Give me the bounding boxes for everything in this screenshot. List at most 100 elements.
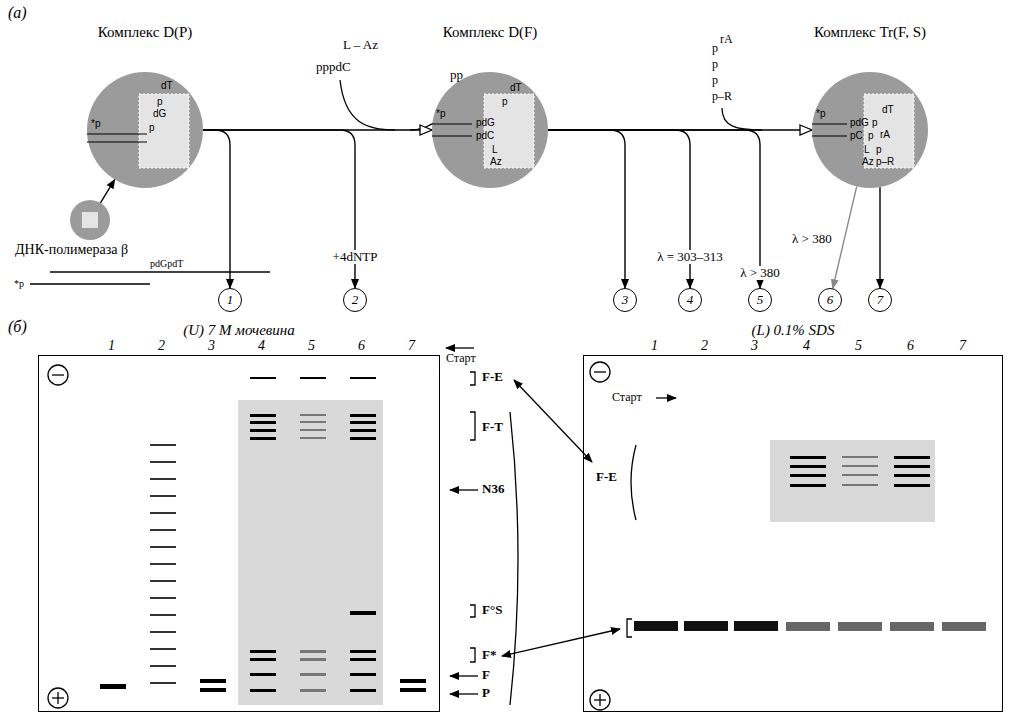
label: 5 <box>308 338 315 353</box>
callout-number: 7 <box>877 293 884 307</box>
callout-number: 2 <box>352 293 359 307</box>
callout-number: 6 <box>818 288 842 312</box>
callout-number: 1 <box>218 288 242 312</box>
heading: Комплекс D(F) <box>443 24 538 41</box>
label: *p <box>14 278 24 289</box>
residue-label: L <box>492 144 498 155</box>
label: L – Az <box>343 38 378 52</box>
heading: (U) 7 M мочевина <box>183 322 295 339</box>
enzyme-circle: ДНК-полимераза β <box>70 200 110 240</box>
residue-label: p <box>868 130 874 141</box>
label: F* <box>482 648 496 662</box>
label: F-T <box>482 420 503 434</box>
callout-number: 3 <box>613 288 637 312</box>
complex-interior <box>70 200 110 240</box>
label: 7 <box>959 338 966 353</box>
residue-label: pdG <box>850 117 869 128</box>
label: (б) <box>8 318 27 336</box>
heading: Комплекс Tr(F, S) <box>814 24 926 41</box>
residue-label: dT <box>882 104 894 115</box>
callout-number: 5 <box>748 288 772 312</box>
label: Старт <box>612 391 642 404</box>
complex-circle: Комплекс Tr(F, S)pdGpdTpCprALpAzp–R*p <box>812 72 928 188</box>
label: p <box>712 58 718 71</box>
residue-label: p <box>157 96 163 107</box>
label: pppdC <box>316 60 351 74</box>
label: F°S <box>482 603 502 617</box>
callout-number: 6 <box>827 293 834 307</box>
label: 5 <box>855 338 862 353</box>
label: 1 <box>108 338 115 353</box>
callout-number: 2 <box>343 288 367 312</box>
residue-label: p–R <box>876 156 894 167</box>
residue-label: pdG <box>476 117 495 128</box>
label: λ > 380 <box>790 232 834 246</box>
label: pdGpdT <box>150 258 183 269</box>
residue-label: L <box>864 144 870 155</box>
residue-label: pC <box>850 130 863 141</box>
label: p–R <box>712 90 732 103</box>
label: 1 <box>651 338 658 353</box>
callout-number: 3 <box>622 293 629 307</box>
label: λ = 303–313 <box>655 250 725 264</box>
connector-arrow <box>100 179 114 202</box>
label: P <box>482 686 490 700</box>
connector-arrow <box>548 130 690 288</box>
residue-label: p <box>149 122 155 133</box>
heading: ДНК-полимераза β <box>15 242 128 257</box>
label: F-E <box>596 470 617 484</box>
residue-label: pdC <box>476 130 494 141</box>
callout-number: 7 <box>868 288 892 312</box>
label: p <box>712 42 718 55</box>
residue-label: p <box>502 96 508 107</box>
connector-arrow <box>203 130 355 288</box>
callout-number: 1 <box>227 293 234 307</box>
label: 3 <box>751 338 758 353</box>
label: λ > 380 <box>738 266 782 280</box>
label: rA <box>720 33 733 46</box>
label: 4 <box>258 338 265 353</box>
residue-label: *p <box>436 108 445 119</box>
complex-circle: Комплекс D(P)dTpdGp*p <box>87 72 203 188</box>
label: 6 <box>907 338 914 353</box>
callout-number: 5 <box>757 293 764 307</box>
label: 2 <box>701 338 708 353</box>
label: (a) <box>8 4 27 22</box>
residue-label: p <box>876 144 882 155</box>
connector-arrow <box>833 186 857 288</box>
residue-label: Az <box>490 156 502 167</box>
connector-arrow <box>203 130 230 288</box>
residue-label: *p <box>816 108 825 119</box>
label: p <box>712 74 718 87</box>
residue-label: *p <box>91 118 100 129</box>
residue-label: dG <box>153 108 166 119</box>
callout-number: 4 <box>678 288 702 312</box>
label: 4 <box>803 338 810 353</box>
gel-panel: (L) 0.1% SDS <box>583 355 1003 712</box>
label: Старт <box>446 352 476 365</box>
label: 7 <box>408 338 415 353</box>
callout-number: 4 <box>687 293 694 307</box>
residue-label: p <box>872 117 878 128</box>
label: 3 <box>208 338 215 353</box>
heading: Комплекс D(P) <box>98 24 193 41</box>
label: F <box>482 668 490 682</box>
residue-label: rA <box>880 129 890 140</box>
label: F-E <box>482 370 503 384</box>
label: 2 <box>158 338 165 353</box>
heading: (L) 0.1% SDS <box>752 322 835 339</box>
label: N36 <box>482 482 504 496</box>
residue-label: dT <box>510 82 522 93</box>
gel-panel: (U) 7 M мочевина <box>38 355 440 712</box>
complex-circle: Комплекс D(F)dTppdGpdCLAz*p <box>432 72 548 188</box>
residue-label: dT <box>161 80 173 91</box>
label: +4dNTP <box>331 250 380 264</box>
connector-arrow <box>548 130 760 288</box>
label: 6 <box>358 338 365 353</box>
label: pp <box>450 68 463 82</box>
connector-arrow <box>879 187 880 288</box>
residue-label: Az <box>862 156 874 167</box>
connector-arrow <box>548 130 625 288</box>
complex-interior <box>87 72 203 188</box>
